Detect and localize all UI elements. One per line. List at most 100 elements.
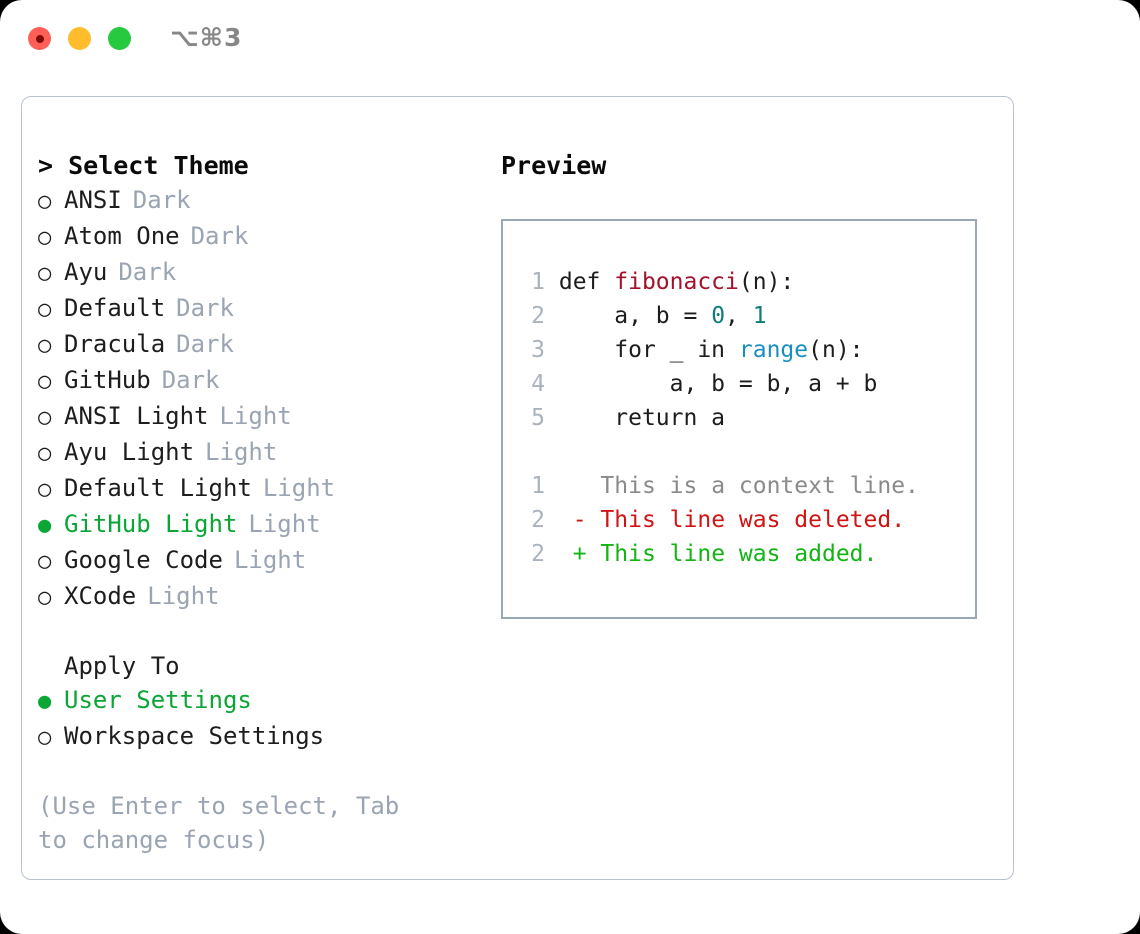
theme-name-label: Atom One xyxy=(64,222,180,250)
radio-unselected-icon[interactable]: ○ xyxy=(38,297,52,322)
theme-name-label: Ayu xyxy=(64,258,108,286)
theme-name-label: XCode xyxy=(64,582,137,610)
theme-name-label: Default Light xyxy=(64,474,252,502)
section-spacer xyxy=(38,615,468,649)
code-token: 0 xyxy=(711,303,726,329)
radio-unselected-icon[interactable]: ○ xyxy=(38,369,52,394)
code-token: range xyxy=(738,337,809,363)
line-number: 5 xyxy=(531,405,545,431)
radio-unselected-icon[interactable]: ○ xyxy=(38,549,52,574)
code-token: 1 xyxy=(752,303,767,329)
theme-variant-label: Light xyxy=(233,546,307,574)
code-line: 3 for _ in range(n): xyxy=(523,333,975,367)
radio-unselected-icon[interactable]: ○ xyxy=(38,405,52,430)
line-number: 2 xyxy=(531,303,545,329)
theme-list-item[interactable]: ○ Ayu Dark xyxy=(38,255,468,291)
theme-variant-label: Light xyxy=(262,474,336,502)
keyboard-shortcut-label: ⌥⌘3 xyxy=(170,23,243,52)
code-token: (n): xyxy=(738,269,795,295)
code-spacer xyxy=(523,435,975,469)
theme-variant-label: Dark xyxy=(118,258,177,286)
apply-to-heading: Apply To xyxy=(64,652,180,680)
apply-to-item[interactable]: ○ Workspace Settings xyxy=(38,719,468,755)
diff-sample: 1 This is a context line.2 - This line w… xyxy=(523,469,975,571)
line-number: 2 xyxy=(531,541,545,567)
radio-unselected-icon[interactable]: ○ xyxy=(38,585,52,610)
theme-variant-label: Light xyxy=(219,402,292,430)
code-line: 1 def fibonacci(n): xyxy=(523,265,975,299)
theme-name-label: GitHub Light xyxy=(64,510,238,538)
title-bar: ⌥⌘3 xyxy=(0,0,1140,78)
keyboard-hint-text: (Use Enter to select, Tab to change focu… xyxy=(38,792,414,854)
theme-list-item[interactable]: ● GitHub Light Light xyxy=(38,507,468,543)
theme-name-label: ANSI Light xyxy=(64,402,209,430)
line-number: 3 xyxy=(531,337,545,363)
radio-unselected-icon[interactable]: ○ xyxy=(38,189,52,214)
code-line: 4 a, b = b, a + b xyxy=(523,367,975,401)
apply-to-item[interactable]: ● User Settings xyxy=(38,683,468,719)
theme-list-item[interactable]: ○ XCode Light xyxy=(38,579,468,615)
code-line: 5 return a xyxy=(523,401,975,435)
apply-to-label: Workspace Settings xyxy=(64,722,325,750)
theme-list-item[interactable]: ○ Default Light Light xyxy=(38,471,468,507)
theme-list-item[interactable]: ○ ANSI Light Light xyxy=(38,399,468,435)
radio-unselected-icon[interactable]: ○ xyxy=(38,225,52,250)
theme-variant-label: Dark xyxy=(176,330,234,358)
theme-variant-label: Dark xyxy=(190,222,249,250)
code-token: , xyxy=(725,303,753,329)
close-window-button[interactable] xyxy=(28,27,51,50)
radio-selected-icon[interactable]: ● xyxy=(38,689,52,714)
apply-to-list[interactable]: ● User Settings ○ Workspace Settings xyxy=(38,683,468,755)
theme-list-item[interactable]: ○ Atom One Dark xyxy=(38,219,468,255)
radio-unselected-icon[interactable]: ○ xyxy=(38,477,52,502)
code-token: return a xyxy=(558,405,726,431)
diff-line: 1 This is a context line. xyxy=(523,469,975,503)
preview-column: Preview 1 def fibonacci(n):2 a, b = 0, 1… xyxy=(501,149,991,619)
theme-variant-label: Light xyxy=(147,582,220,610)
line-number: 1 xyxy=(531,269,545,295)
apply-to-label: User Settings xyxy=(64,686,252,714)
radio-unselected-icon[interactable]: ○ xyxy=(38,261,52,286)
radio-unselected-icon[interactable]: ○ xyxy=(38,333,52,358)
theme-list-item[interactable]: ○ Dracula Dark xyxy=(38,327,468,363)
diff-text: This is a context line. xyxy=(600,473,919,499)
diff-sign: + xyxy=(572,541,587,567)
theme-name-label: Google Code xyxy=(64,546,223,574)
theme-name-label: Ayu Light xyxy=(64,438,195,466)
code-line: 2 a, b = 0, 1 xyxy=(523,299,975,333)
diff-text: This line was added. xyxy=(600,541,878,567)
code-token: a, b = xyxy=(558,303,712,329)
diff-line: 2 - This line was deleted. xyxy=(523,503,975,537)
line-number: 4 xyxy=(531,371,545,397)
theme-variant-label: Dark xyxy=(132,186,191,214)
diff-sign xyxy=(573,473,587,499)
code-token: fibonacci xyxy=(614,269,739,295)
theme-variant-label: Dark xyxy=(176,294,234,322)
select-theme-heading: > Select Theme xyxy=(38,151,249,180)
code-token: def xyxy=(558,269,615,295)
diff-line: 2 + This line was added. xyxy=(523,537,975,571)
maximize-window-button[interactable] xyxy=(108,27,131,50)
diff-sign: - xyxy=(572,507,587,533)
radio-unselected-icon[interactable]: ○ xyxy=(38,441,52,466)
theme-name-label: Dracula xyxy=(64,330,166,358)
line-number: 2 xyxy=(531,507,545,533)
code-token: a, b = b, a + b xyxy=(558,371,878,397)
minimize-window-button[interactable] xyxy=(68,27,91,50)
diff-text: This line was deleted. xyxy=(600,507,906,533)
theme-name-label: GitHub xyxy=(64,366,151,394)
theme-list-item[interactable]: ○ Google Code Light xyxy=(38,543,468,579)
radio-unselected-icon[interactable]: ○ xyxy=(38,725,52,750)
radio-selected-icon[interactable]: ● xyxy=(38,513,52,538)
theme-variant-label: Light xyxy=(248,510,321,538)
